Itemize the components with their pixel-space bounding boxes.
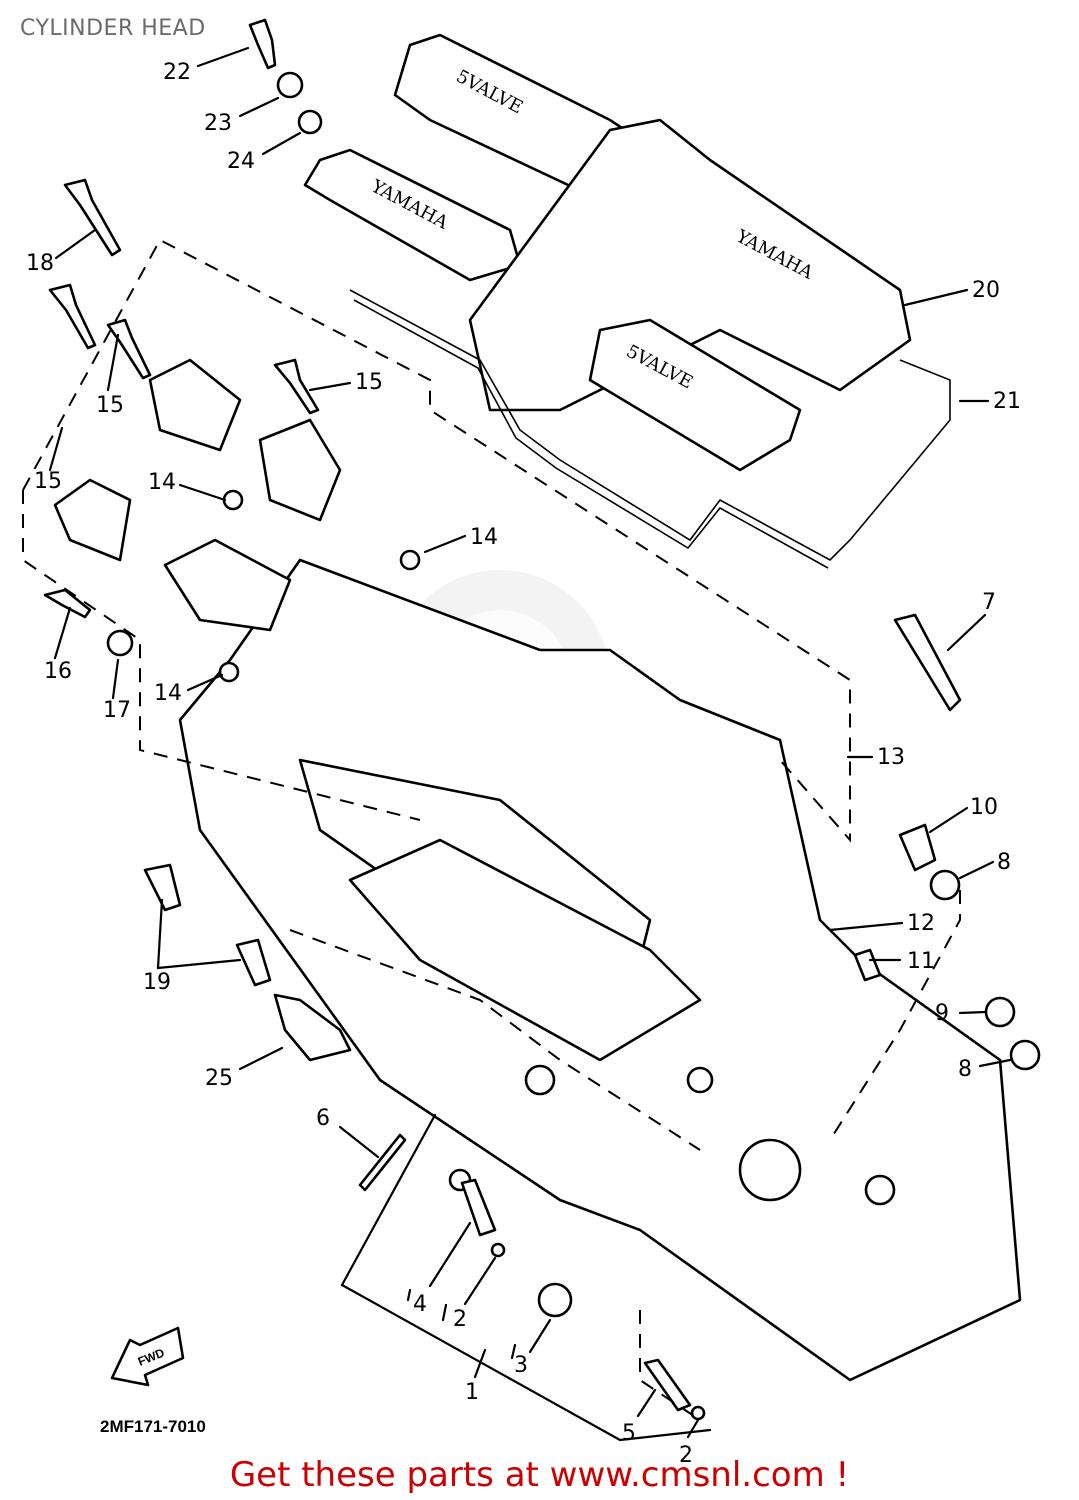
callout-13: 13 [877,745,905,770]
callout-16: 16 [44,659,72,684]
callout-21: 21 [993,389,1021,414]
callout-15: 15 [34,469,62,494]
callout-4: 4 [413,1292,427,1317]
callout-12: 12 [907,911,935,936]
callout-6: 6 [316,1106,330,1131]
cylinder-head-assembly [53,358,1022,1382]
callout-15: 15 [96,393,124,418]
fasteners [43,18,1041,1421]
callout-17: 17 [103,698,131,723]
callout-24: 24 [227,149,255,174]
callout-23: 23 [204,111,232,136]
callout-7: 7 [982,590,996,615]
reference-dashed-lines [22,238,961,1421]
callout-22: 22 [163,60,191,85]
callout-10: 10 [970,795,998,820]
callout-14: 14 [148,470,176,495]
callout-8: 8 [958,1057,972,1082]
callout-1: 1 [465,1380,479,1405]
callout-2: 2 [453,1307,467,1332]
callout-14: 14 [470,525,498,550]
valve-cover-part-20: 5VALVE YAMAHA YAMAHA 5VALVE [303,33,912,472]
callout-5: 5 [622,1421,636,1446]
callout-8: 8 [997,850,1011,875]
callout-leader-lines [48,46,1012,1442]
valve-cover-gasket-part-21 [349,289,951,569]
callout-9: 9 [935,1001,949,1026]
callout-19: 19 [143,970,171,995]
diagram-code: 2MF171-7010 [100,1417,206,1436]
callout-15: 15 [355,370,383,395]
diagram-title: CYLINDER HEAD [20,16,206,41]
fwd-direction-arrow-icon: FWD [110,1326,185,1387]
callout-20: 20 [972,278,1000,303]
callout-3: 3 [514,1353,528,1378]
callout-2: 2 [679,1443,693,1468]
callout-14: 14 [154,681,182,706]
callout-18: 18 [26,251,54,276]
promo-link-text[interactable]: Get these parts at www.cmsnl.com ! [229,1455,850,1495]
callout-25: 25 [205,1066,233,1091]
callout-11: 11 [907,949,935,974]
